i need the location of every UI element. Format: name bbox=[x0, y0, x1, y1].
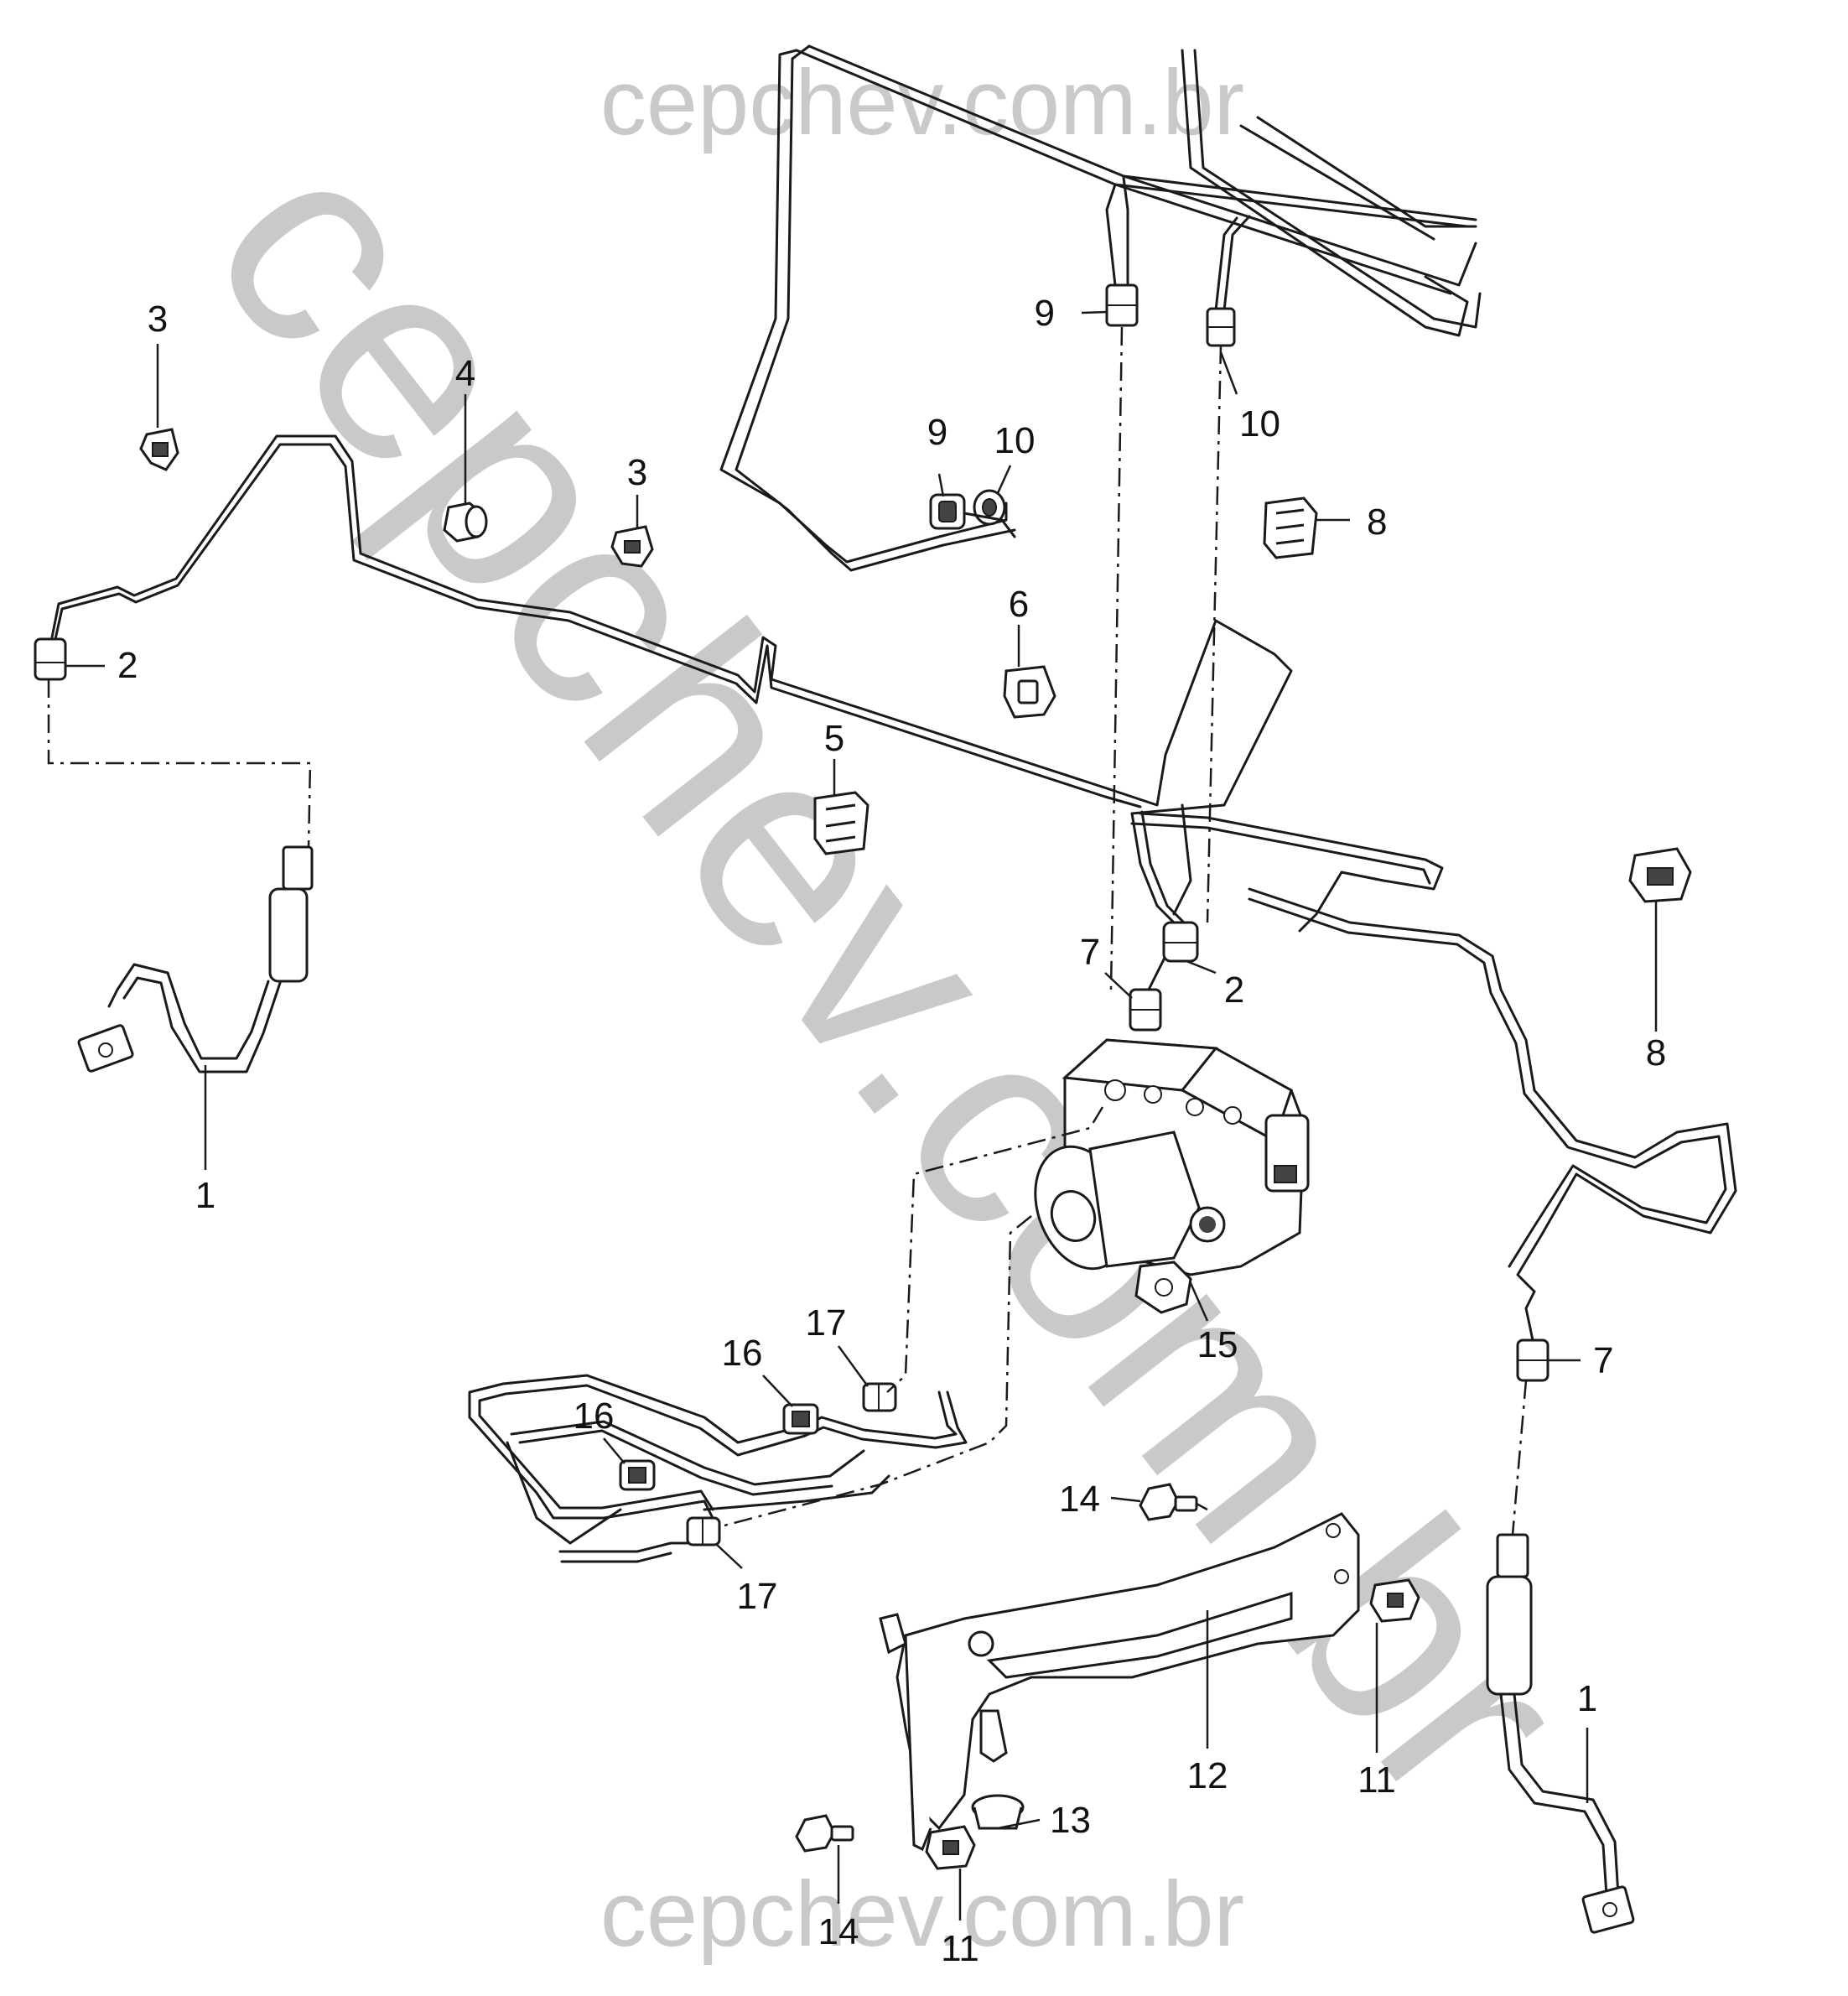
callout-10-mid: 10 bbox=[994, 420, 1036, 461]
fitting-10-top bbox=[1206, 307, 1236, 347]
fitting-16-lower bbox=[619, 1459, 656, 1491]
callout-14-upper: 14 bbox=[1059, 1479, 1100, 1520]
callout-14-lower: 14 bbox=[818, 1911, 859, 1952]
callout-7-right: 7 bbox=[1593, 1340, 1613, 1381]
grommet-13 bbox=[971, 1794, 1025, 1830]
callout-9-mid: 9 bbox=[927, 412, 947, 453]
clip-8-top bbox=[1263, 496, 1318, 559]
callout-leaders bbox=[65, 310, 1658, 1921]
callout-7-mid: 7 bbox=[1080, 932, 1100, 973]
flex-hose-left bbox=[77, 845, 314, 1073]
clip-8-right bbox=[1628, 847, 1692, 903]
flex-hose-right bbox=[1486, 1533, 1635, 1934]
callout-13: 13 bbox=[1050, 1800, 1091, 1841]
callout-17-lower: 17 bbox=[737, 1576, 778, 1617]
fitting-17-lower bbox=[686, 1516, 721, 1546]
assembly-center-lines bbox=[47, 326, 1528, 1536]
nut-11-right bbox=[1369, 1578, 1420, 1623]
callout-8-right: 8 bbox=[1646, 1032, 1666, 1073]
clip-6 bbox=[1003, 665, 1056, 719]
clip-5 bbox=[813, 791, 869, 855]
callout-11-lower: 11 bbox=[941, 1928, 979, 1969]
nut-11-lower bbox=[925, 1825, 976, 1870]
fitting-16-upper bbox=[782, 1403, 819, 1435]
callout-6: 6 bbox=[1009, 584, 1029, 625]
callout-16-upper: 16 bbox=[722, 1333, 763, 1374]
fitting-9-mid bbox=[929, 493, 966, 530]
callout-12: 12 bbox=[1187, 1755, 1228, 1796]
bolt-14-upper bbox=[1139, 1483, 1198, 1521]
callout-16-lower: 16 bbox=[574, 1396, 615, 1437]
clip-3-left bbox=[139, 428, 179, 471]
callout-3-left: 3 bbox=[148, 299, 168, 340]
callout-1-left: 1 bbox=[195, 1175, 215, 1216]
callout-9-top: 9 bbox=[1035, 293, 1055, 334]
fitting-2-left bbox=[34, 637, 67, 681]
callout-10-top: 10 bbox=[1239, 403, 1280, 444]
clip-4 bbox=[443, 502, 488, 543]
callout-1-right: 1 bbox=[1577, 1678, 1597, 1719]
callout-11-right: 11 bbox=[1357, 1759, 1396, 1801]
callout-2-left: 2 bbox=[117, 645, 138, 686]
abs-bracket bbox=[879, 1512, 1360, 1852]
callout-3-mid: 3 bbox=[627, 452, 647, 493]
fitting-9-top bbox=[1105, 283, 1139, 327]
callout-labels: 3 4 3 5 6 8 8 9 10 9 10 2 2 7 7 1 1 15 1… bbox=[117, 293, 1666, 1969]
watermark-bottom: cepchev.com.br bbox=[600, 1863, 1244, 1966]
callout-5: 5 bbox=[824, 718, 844, 759]
fitting-2-mid bbox=[1162, 921, 1199, 963]
callout-2-mid: 2 bbox=[1224, 969, 1244, 1011]
upper-brake-pipe-bundle bbox=[719, 44, 1482, 572]
callout-15: 15 bbox=[1197, 1324, 1238, 1365]
abs-hydraulic-unit bbox=[1034, 1038, 1310, 1314]
bolt-14-lower bbox=[795, 1814, 854, 1853]
callout-4: 4 bbox=[455, 353, 475, 394]
callout-17-upper: 17 bbox=[806, 1302, 847, 1344]
main-brake-pipe bbox=[50, 434, 1737, 1293]
fitting-7-right bbox=[1516, 1338, 1550, 1382]
fitting-7-mid bbox=[1129, 988, 1162, 1032]
clip-3-mid bbox=[610, 525, 654, 568]
callout-8-top: 8 bbox=[1367, 502, 1387, 543]
